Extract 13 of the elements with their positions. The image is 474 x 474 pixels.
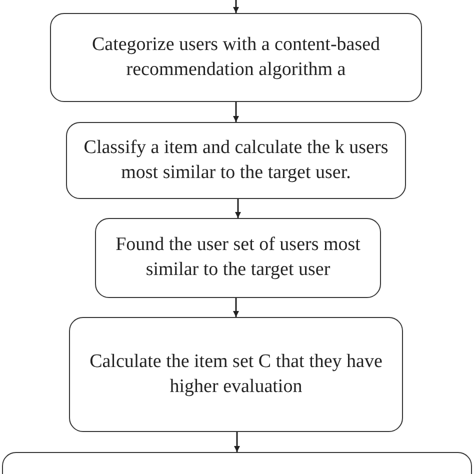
process-box — [50, 13, 422, 102]
step-text: Categorize users with a content-based recommendation algorithm a — [90, 32, 382, 82]
arrow — [233, 0, 239, 13]
process-box — [66, 122, 406, 199]
arrow — [235, 199, 241, 218]
step-text: Found the user set of users most similar to the target user — [114, 233, 362, 282]
arrow — [234, 432, 240, 452]
step-text: Classify a item and calculate the k users most similar to the target user. — [83, 136, 389, 184]
process-box — [69, 317, 403, 432]
step-text: Calculate the item set C that they have higher evaluation — [88, 350, 384, 398]
arrow — [233, 298, 239, 317]
process-box — [95, 218, 381, 298]
arrow — [233, 102, 239, 122]
